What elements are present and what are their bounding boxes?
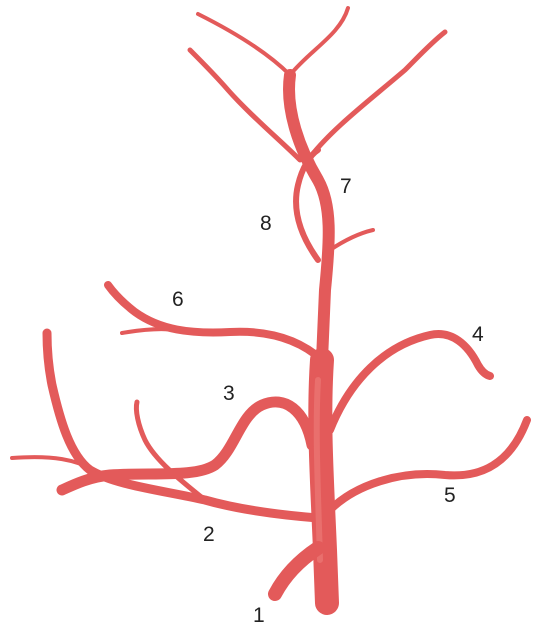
branch-3-vessel <box>62 402 312 490</box>
label-5: 5 <box>444 484 456 507</box>
label-4: 4 <box>472 323 484 346</box>
label-3: 3 <box>223 382 235 405</box>
upper-right-long-branch <box>308 32 445 160</box>
main-trunk-highlight <box>317 380 320 560</box>
branch-6-side-vessel <box>122 329 175 333</box>
main-trunk <box>320 360 327 603</box>
branch-5-vessel <box>330 420 527 510</box>
upper-right-top-branch <box>290 8 348 75</box>
vessel-tree <box>12 8 527 603</box>
label-7: 7 <box>340 175 352 198</box>
branch-1-vessel <box>275 548 318 594</box>
small-right-twig <box>330 230 373 250</box>
label-2: 2 <box>203 523 215 546</box>
upper-left-top-branch <box>198 14 290 75</box>
label-6: 6 <box>172 288 184 311</box>
label-1: 1 <box>253 604 265 627</box>
branch-6-vessel <box>108 285 322 360</box>
branch-4-vessel <box>330 334 490 430</box>
label-8: 8 <box>260 212 272 235</box>
branch-2-vessel <box>47 333 318 518</box>
